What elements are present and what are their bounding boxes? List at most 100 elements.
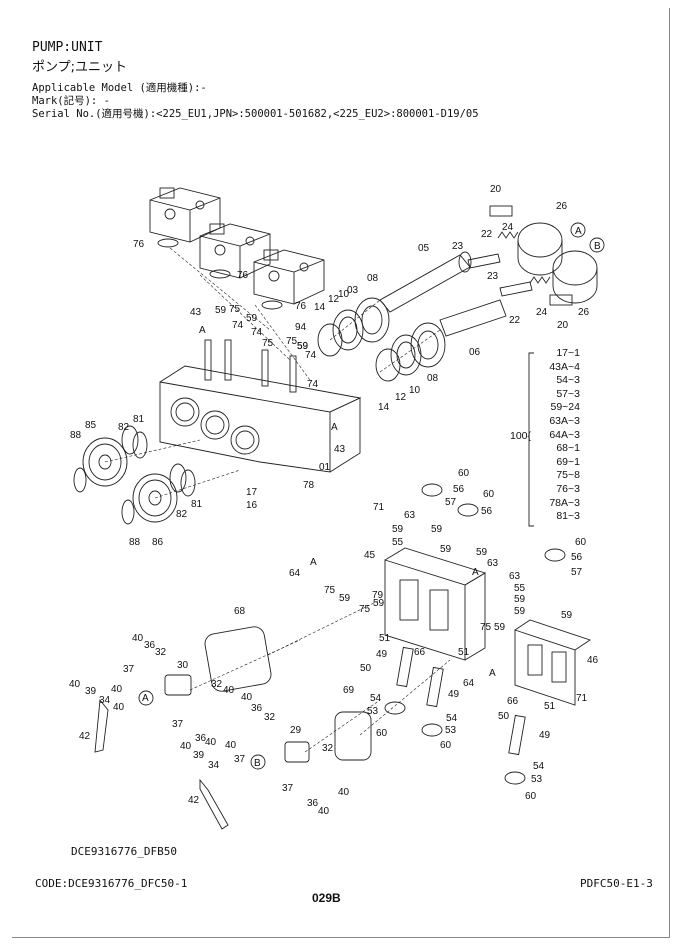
callout: 76 (295, 301, 307, 312)
callout: 59 (476, 547, 488, 558)
bearing-set (317, 297, 446, 382)
callout: 59 (297, 341, 309, 352)
circle-label-a (570, 222, 586, 238)
kit-item: 69~1 (556, 455, 580, 468)
callout: 23 (452, 241, 464, 252)
callout: 56 (481, 506, 493, 517)
callout: 60 (440, 740, 452, 751)
callout: 59 (246, 313, 258, 324)
callout: 64 (289, 568, 301, 579)
callout: 42 (188, 795, 200, 806)
callout: 75 (480, 622, 492, 633)
callout-labels: 20 26 A B 05 22 24 23 23 22 24 20 26 08 … (69, 184, 601, 817)
callout: 59 (514, 606, 526, 617)
callout: 60 (525, 791, 537, 802)
spring-24 (497, 231, 551, 284)
callout: 59 (297, 341, 309, 352)
callout: 40 (69, 679, 81, 690)
callout: 34 (208, 760, 220, 771)
callout: 56 (571, 552, 583, 563)
callout: 55 (514, 583, 526, 594)
callout: 40 (338, 787, 350, 798)
callout: 10 (409, 385, 421, 396)
applicable-model: Applicable Model (適用機種):- (32, 82, 207, 94)
callout: 59 (215, 305, 227, 316)
callout: 75 (286, 336, 298, 347)
callout: 57 (445, 497, 457, 508)
circle-label-b (250, 754, 266, 770)
callout: A (199, 325, 206, 336)
valve-block (199, 223, 271, 279)
callout: 26 (578, 307, 590, 318)
callout: 75 (324, 585, 336, 596)
o-ring-76 (209, 269, 231, 279)
kit-component-list: 17~1 43A~4 54~3 57~3 59~24 63A~3 64A~3 6… (535, 347, 580, 524)
shaft-06 (439, 299, 507, 337)
callout: 82 (176, 509, 188, 520)
callout: 63 (404, 510, 416, 521)
callout: A (575, 226, 582, 237)
callout: 55 (392, 537, 404, 548)
callout: 74 (307, 379, 319, 390)
regulator-housing-46 (514, 619, 592, 706)
kit-item: 78A~3 (549, 496, 580, 509)
gear-86 (121, 473, 178, 525)
callout: 08 (427, 373, 439, 384)
callout: 59 (440, 544, 452, 555)
callout: 37 (172, 719, 184, 730)
page-title-jp: ポンプ;ユニット (32, 60, 127, 75)
callout: 88 (129, 537, 141, 548)
callout: 23 (487, 271, 499, 282)
callout: 37 (123, 664, 135, 675)
callout: 39 (193, 750, 205, 761)
callout: 57 (571, 567, 583, 578)
snap-rings (121, 425, 196, 497)
plugs-53 (384, 483, 566, 785)
callout: 71 (576, 693, 588, 704)
callout: 42 (79, 731, 91, 742)
callout: 37 (234, 754, 246, 765)
callout: 40 (318, 806, 330, 817)
circle-label-a (138, 690, 154, 706)
callout: 54 (533, 761, 545, 772)
kit-item: 75~8 (556, 469, 580, 482)
callout: 40 (225, 740, 237, 751)
callout: 32 (211, 679, 223, 690)
callout: 59 (514, 594, 526, 605)
gaskets (204, 626, 372, 761)
kit-item: 68~1 (556, 442, 580, 455)
footer-code: CODE:DCE9316776_DFC50-1 (35, 877, 188, 890)
callout: 36 (144, 640, 156, 651)
callout: 16 (246, 500, 258, 511)
callout: 24 (502, 222, 514, 233)
cylinder-block-26 (517, 222, 598, 304)
pump-housing-01 (159, 339, 362, 473)
kit-item: 64A~3 (549, 428, 580, 441)
spool-49 (396, 646, 526, 756)
callout: 49 (376, 649, 388, 660)
callout: A (142, 693, 149, 704)
kit-item: 17~1 (556, 347, 580, 359)
callout: A (331, 422, 338, 433)
callout: 63 (509, 571, 521, 582)
callout: 22 (509, 315, 521, 326)
callout: 36 (251, 703, 263, 714)
callout: 75 (359, 604, 371, 615)
callout: 46 (587, 655, 599, 666)
callout: 81 (191, 499, 203, 510)
callout: 63 (487, 558, 499, 569)
callout: 74 (232, 320, 244, 331)
callout: A (310, 557, 317, 568)
callout: 20 (490, 184, 502, 195)
callout: 88 (70, 430, 82, 441)
callout: 10 (338, 289, 350, 300)
callout: 40 (223, 685, 235, 696)
callout: 86 (152, 537, 164, 548)
callout: 08 (367, 273, 379, 284)
callout: 12 (395, 392, 407, 403)
callout: 60 (376, 728, 388, 739)
callout: 59 (431, 524, 443, 535)
piston-20 (489, 205, 573, 306)
callout: 76 (237, 270, 249, 281)
callout: 36 (195, 733, 207, 744)
